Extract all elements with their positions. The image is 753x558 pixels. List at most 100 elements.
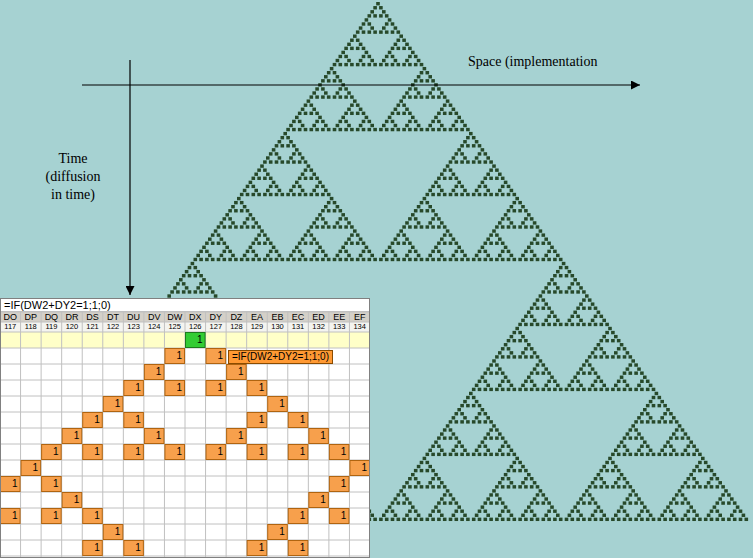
- automaton-cell: [634, 493, 638, 496]
- automaton-cell: [510, 351, 514, 354]
- automaton-cell: [391, 510, 395, 513]
- automaton-cell: [199, 250, 203, 253]
- automaton-cell: [687, 453, 691, 456]
- automaton-cell: [269, 152, 273, 155]
- automaton-cell: [315, 258, 319, 261]
- automaton-cell: [252, 177, 256, 180]
- automaton-cell: [475, 189, 479, 192]
- automaton-cell: [484, 152, 488, 155]
- automaton-cell: [414, 55, 418, 58]
- automaton-cell: [489, 258, 493, 261]
- automaton-cell: [359, 43, 363, 46]
- automaton-cell: [507, 250, 511, 253]
- automaton-cell: [542, 323, 546, 326]
- automaton-cell: [486, 254, 490, 257]
- automaton-cell: [292, 144, 296, 147]
- automaton-cell: [507, 510, 511, 513]
- automaton-cell: [582, 501, 586, 504]
- automaton-cell: [573, 278, 577, 281]
- automaton-cell: [428, 221, 432, 224]
- automaton-cell: [634, 501, 638, 504]
- automaton-cell: [571, 290, 575, 293]
- automaton-cell: [443, 242, 447, 245]
- automaton-cell: [617, 485, 621, 488]
- automaton-cell: [440, 189, 444, 192]
- automaton-cell: [539, 489, 543, 492]
- automaton-cell: [713, 473, 717, 476]
- automaton-cell: [339, 55, 343, 58]
- automaton-cell: [669, 445, 673, 448]
- automaton-cell: [602, 384, 606, 387]
- automaton-cell: [431, 87, 435, 90]
- automaton-cell: [518, 461, 522, 464]
- automaton-cell: [321, 217, 325, 220]
- automaton-cell: [460, 420, 464, 423]
- automaton-cell: [379, 14, 383, 17]
- automaton-cell: [460, 160, 464, 163]
- automaton-cell: [420, 79, 424, 82]
- automaton-cell: [269, 250, 273, 253]
- automaton-cell: [643, 505, 647, 508]
- automaton-cell: [484, 412, 488, 415]
- automaton-cell: [298, 160, 302, 163]
- automaton-cell: [234, 209, 238, 212]
- automaton-cell: [565, 323, 569, 326]
- automaton-cell: [333, 201, 337, 204]
- automaton-cell: [623, 355, 627, 358]
- automaton-cell: [397, 104, 401, 107]
- automaton-cell: [292, 250, 296, 253]
- automaton-cell: [640, 412, 644, 415]
- automaton-cell: [350, 63, 354, 66]
- automaton-cell: [617, 347, 621, 350]
- automaton-cell: [402, 95, 406, 98]
- automaton-cell: [579, 319, 583, 322]
- automaton-cell: [272, 181, 276, 184]
- automaton-cell: [449, 193, 453, 196]
- automaton-cell: [194, 290, 198, 293]
- automaton-cell: [602, 335, 606, 338]
- automaton-cell: [324, 254, 328, 257]
- automaton-cell: [397, 128, 401, 131]
- automaton-cell: [530, 315, 534, 318]
- automaton-cell: [658, 404, 662, 407]
- automaton-cell: [449, 436, 453, 439]
- automaton-cell: [339, 128, 343, 131]
- automaton-cell: [585, 294, 589, 297]
- automaton-cell: [501, 388, 505, 391]
- automaton-cell: [681, 485, 685, 488]
- automaton-cell: [443, 95, 447, 98]
- automaton-cell: [426, 95, 430, 98]
- automaton-cell: [443, 177, 447, 180]
- automaton-cell: [568, 319, 572, 322]
- automaton-cell: [498, 221, 502, 224]
- automaton-cell: [643, 440, 647, 443]
- automaton-cell: [649, 416, 653, 419]
- automaton-cell: [304, 168, 308, 171]
- automaton-cell: [449, 501, 453, 504]
- automaton-cell: [617, 510, 621, 513]
- automaton-cell: [727, 501, 731, 504]
- automaton-cell: [495, 485, 499, 488]
- automaton-cell: [594, 485, 598, 488]
- automaton-cell: [658, 396, 662, 399]
- automaton-cell: [536, 242, 540, 245]
- automaton-cell: [281, 160, 285, 163]
- automaton-cell: [385, 55, 389, 58]
- automaton-cell: [484, 258, 488, 261]
- automaton-cell: [420, 95, 424, 98]
- automaton-cell: [437, 225, 441, 228]
- automaton-cell: [356, 258, 360, 261]
- automaton-cell: [449, 453, 453, 456]
- automaton-cell: [434, 246, 438, 249]
- automaton-cell: [452, 449, 456, 452]
- automaton-cell: [417, 221, 421, 224]
- automaton-cell: [460, 510, 464, 513]
- automaton-cell: [420, 258, 424, 261]
- automaton-cell: [660, 416, 664, 419]
- automaton-cell: [443, 428, 447, 431]
- automaton-cell: [611, 339, 615, 342]
- automaton-cell: [263, 193, 267, 196]
- automaton-cell: [544, 319, 548, 322]
- automaton-cell: [327, 79, 331, 82]
- automaton-cell: [176, 282, 180, 285]
